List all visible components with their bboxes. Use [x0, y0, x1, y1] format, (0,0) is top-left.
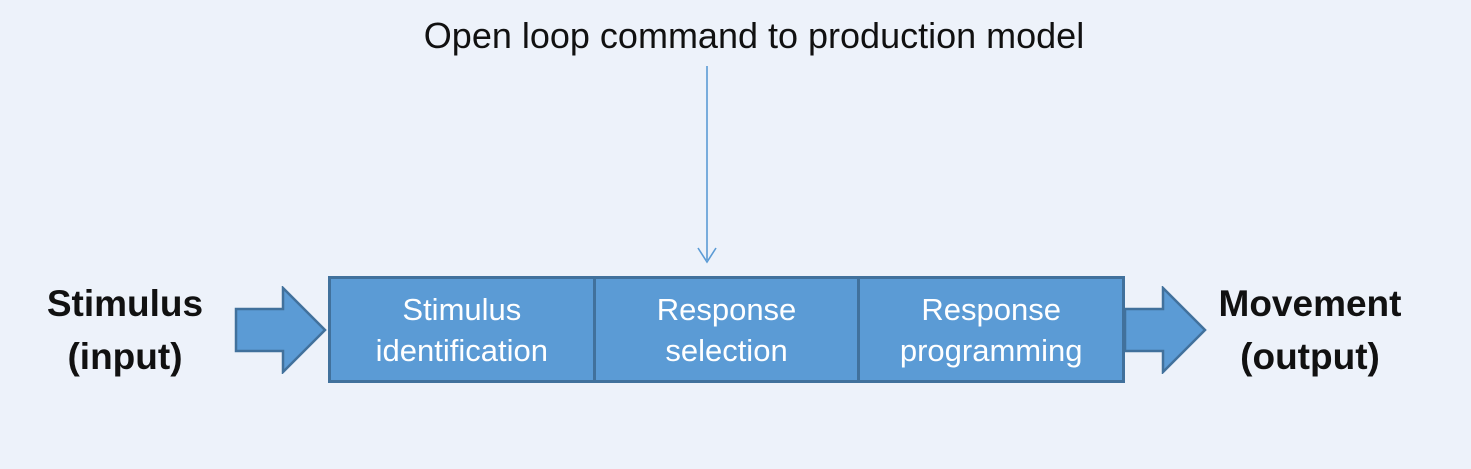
- stage-line: selection: [665, 332, 788, 368]
- stimulus-input-label: Stimulus (input): [15, 276, 235, 383]
- stimulus-input-line1: Stimulus: [46, 282, 204, 324]
- stage-row: Stimulus identification Response selecti…: [328, 276, 1126, 383]
- movement-output-line1: Movement: [1218, 282, 1402, 324]
- stage-box-response-programming: Response programming: [857, 276, 1126, 383]
- input-block-arrow-icon: [234, 286, 327, 374]
- stage-line: identification: [375, 332, 548, 368]
- movement-output-line2: (output): [1240, 335, 1380, 377]
- movement-output-label: Movement (output): [1200, 276, 1420, 383]
- stimulus-input-line2: (input): [67, 335, 183, 377]
- stage-box-stimulus-identification: Stimulus identification: [328, 276, 596, 383]
- diagram-title: Open loop command to production model: [423, 15, 1085, 56]
- stage-box-response-selection: Response selection: [592, 276, 861, 383]
- output-block-arrow-icon: [1124, 286, 1207, 374]
- stage-line: programming: [899, 332, 1083, 368]
- stage-line: Response: [921, 291, 1061, 327]
- stage-line: Stimulus: [402, 291, 522, 327]
- down-arrow-icon: [697, 66, 717, 264]
- stage-line: Response: [656, 291, 797, 327]
